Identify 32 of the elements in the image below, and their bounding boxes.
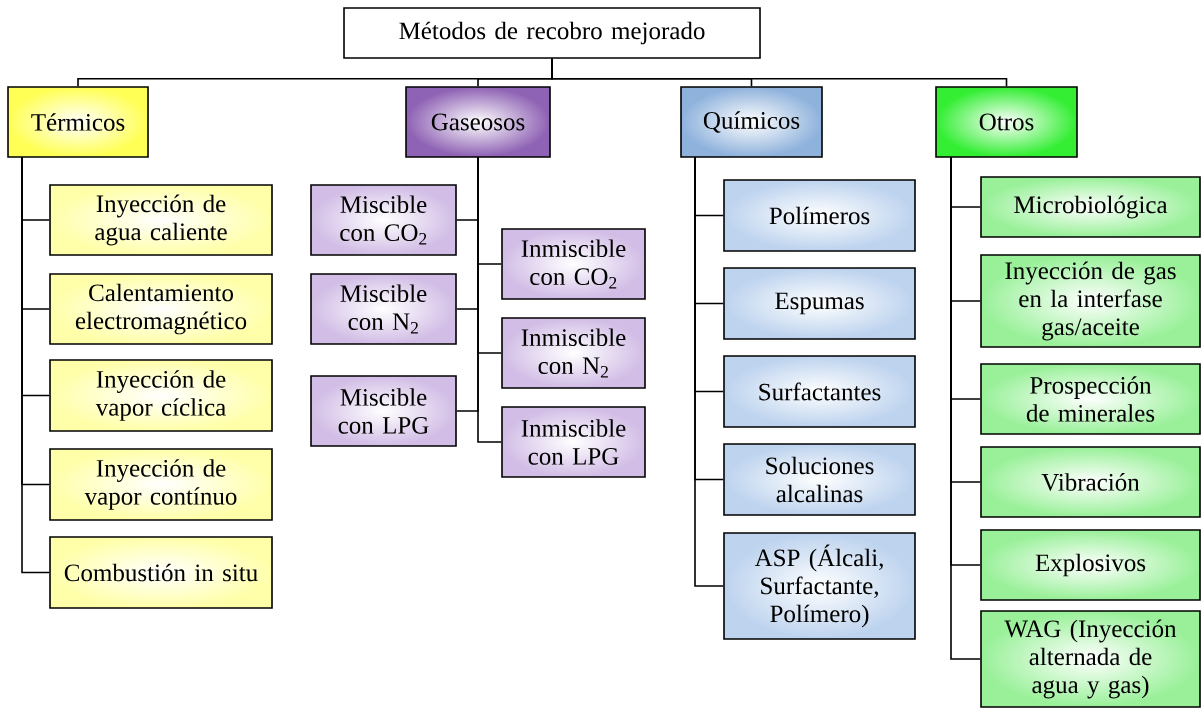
method-box: Inyección de agua caliente — [49, 184, 273, 256]
connector-line — [477, 156, 502, 443]
category-box: Gaseosos — [405, 86, 551, 158]
method-box: WAG (Inyección alternada de agua y gas) — [980, 610, 1201, 708]
method-box: Soluciones alcalinas — [723, 443, 916, 516]
method-box: Explosivos — [980, 529, 1201, 601]
method-box: Miscible con LPG — [310, 375, 457, 447]
method-box: Microbiológica — [980, 176, 1201, 238]
method-box: Prospección de minerales — [980, 363, 1201, 435]
method-box: Surfactantes — [723, 355, 916, 428]
connector-line — [950, 156, 981, 660]
connector-line — [551, 58, 1008, 87]
method-box: Inmiscible con CO$_{2}$ — [501, 228, 646, 300]
method-box: Inyección de gas en la interfase gas/aceite — [980, 254, 1201, 348]
method-box: Espumas — [723, 267, 916, 340]
category-box: Químicos — [680, 86, 823, 158]
title-box: Métodos de recobro mejorado — [343, 7, 761, 59]
method-box: Inyección de vapor contínuo — [49, 448, 273, 521]
method-box: Inmiscible con LPG — [501, 406, 646, 478]
category-box: Otros — [935, 86, 1078, 158]
method-box: Combustión in situ — [49, 536, 273, 609]
method-box: Miscible con N$_{2}$ — [310, 273, 457, 345]
method-box: Miscible con CO$_{2}$ — [310, 184, 457, 256]
method-box: Inmiscible con N$_{2}$ — [501, 317, 646, 389]
method-box: Inyección de vapor cíclica — [49, 359, 273, 432]
connector-line — [21, 156, 50, 574]
method-box: ASP (Álcali, Surfactante, Polímero) — [723, 532, 916, 640]
category-box: Térmicos — [7, 86, 149, 158]
method-box: Vibración — [980, 446, 1201, 518]
method-box: Polímeros — [723, 179, 916, 252]
method-box: Calentamiento electromagnético — [49, 273, 273, 345]
connector-line — [694, 156, 724, 587]
